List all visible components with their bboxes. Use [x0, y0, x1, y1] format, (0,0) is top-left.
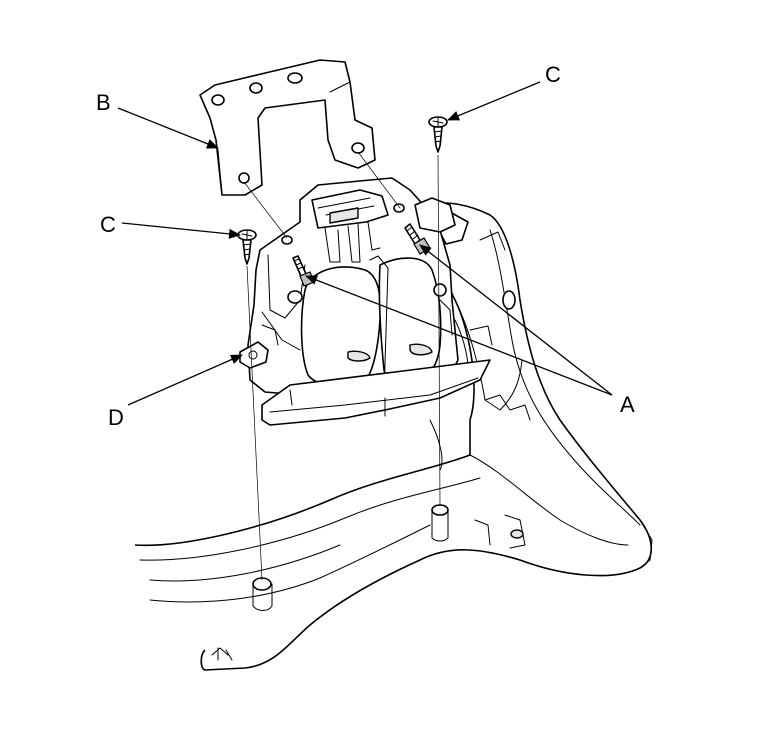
- right-spoke-inner: [469, 454, 629, 546]
- switch-bezel: [261, 359, 491, 426]
- leader-a-2: [419, 244, 613, 396]
- right-screw-boss: [431, 504, 449, 516]
- right-spoke-edge-2: [479, 231, 506, 251]
- callout-labels: B C C D A: [96, 62, 635, 430]
- rim-lower-edge: [149, 524, 431, 603]
- alignment-lines: [243, 151, 441, 581]
- rib-detail-3: [474, 519, 491, 546]
- leader-a-1: [305, 275, 613, 396]
- embossed-mark: [211, 647, 233, 661]
- rim-inner-line-2: [149, 544, 341, 582]
- leader-lines: [117, 81, 613, 406]
- bracket-hole-5: [238, 172, 250, 184]
- right-spoke-edge: [489, 229, 641, 526]
- screw-left: [237, 229, 257, 265]
- callout-a: A: [620, 392, 635, 417]
- steering-wheel-outline: [134, 202, 653, 671]
- switch-button-right[interactable]: [378, 257, 442, 384]
- callout-d: D: [108, 405, 124, 430]
- callout-c-left: C: [100, 212, 116, 237]
- leader-d: [127, 354, 243, 406]
- rib-detail: [484, 394, 531, 421]
- screw-right: [428, 116, 448, 153]
- upper-right-boss: [502, 290, 516, 310]
- steering-wheel: [134, 202, 653, 671]
- switch-assembly: [239, 177, 491, 426]
- switch-button-left[interactable]: [300, 266, 382, 388]
- bracket-hole-2: [249, 82, 263, 94]
- callout-b: B: [96, 90, 111, 115]
- bracket-plate: [199, 59, 376, 196]
- bracket-hole-3: [287, 72, 303, 84]
- bracket-hole-4: [351, 142, 365, 154]
- leader-b: [117, 107, 219, 149]
- switch-left-rail: [267, 254, 306, 319]
- bracket: [199, 59, 376, 196]
- callout-c-top: C: [545, 62, 561, 87]
- leader-c-left: [121, 222, 241, 239]
- leader-c-top: [447, 81, 541, 121]
- right-outer-lip: [639, 519, 653, 569]
- rim-inner-line: [139, 477, 481, 561]
- switch-right-ear: [414, 197, 456, 233]
- lower-hub-detail: [429, 419, 443, 471]
- bracket-hole-1: [211, 94, 225, 106]
